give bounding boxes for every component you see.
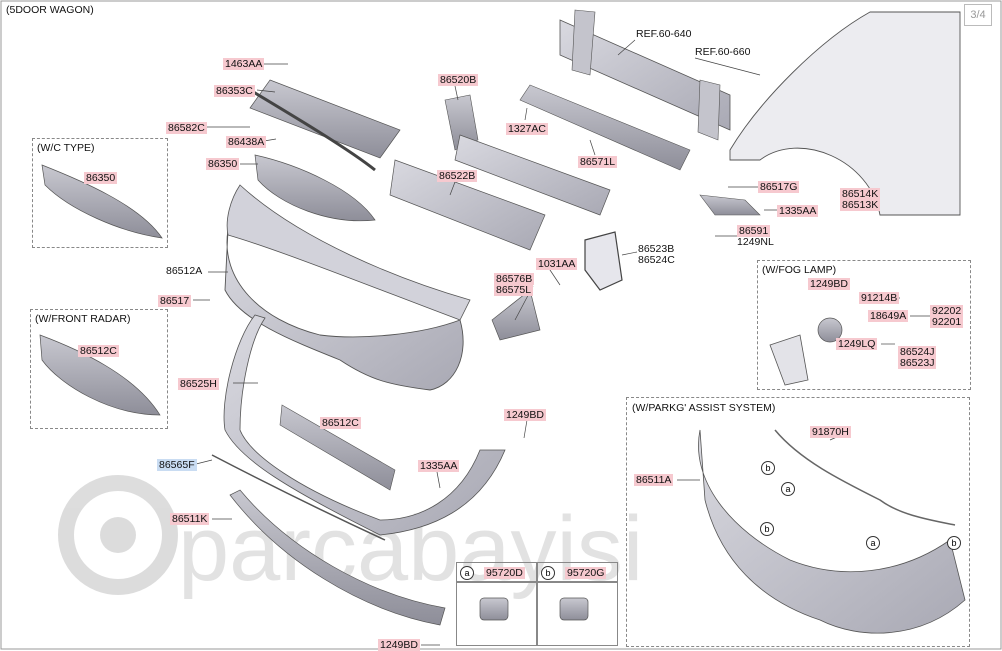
front-bumper-cover <box>224 229 464 391</box>
part-1335AA[interactable]: 1335AA <box>418 460 460 472</box>
page-indicator[interactable]: 3/4 <box>964 4 992 26</box>
part-86575L[interactable]: 86575L <box>494 284 534 296</box>
callout-b-table: b <box>541 566 555 580</box>
ref-60-640[interactable]: REF.60-640 <box>636 28 692 40</box>
part-86517G[interactable]: 86517G <box>758 181 800 193</box>
variant-box-wc-type <box>32 138 168 248</box>
part-1249BD-lower[interactable]: 1249BD <box>378 639 420 651</box>
lower-grille <box>279 404 396 491</box>
part-92201[interactable]: 92201 <box>930 316 964 328</box>
part-86512C[interactable]: 86512C <box>320 417 361 429</box>
part-86511A[interactable]: 86511A <box>634 474 674 486</box>
pdc-bumper-cover <box>698 429 966 634</box>
part-1031AA[interactable]: 1031AA <box>536 258 578 270</box>
part-86523J[interactable]: 86523J <box>898 357 937 369</box>
part-1249LQ[interactable]: 1249LQ <box>836 338 878 350</box>
bumper-lip <box>211 454 386 541</box>
part-1463AA[interactable]: 1463AA <box>223 58 265 70</box>
crash-beam <box>559 9 731 141</box>
part-86517[interactable]: 86517 <box>158 295 192 307</box>
wc-type-grille <box>41 164 163 239</box>
part-95720D[interactable]: 95720D <box>484 567 525 579</box>
part-86350[interactable]: 86350 <box>206 158 240 170</box>
front-fender <box>729 11 961 216</box>
part-86524C[interactable]: 86524C <box>638 254 675 266</box>
part-18649A[interactable]: 18649A <box>868 310 909 322</box>
bumper-beam-assy <box>389 159 546 251</box>
bumper-bracket <box>444 94 479 151</box>
skid-plate <box>229 489 446 626</box>
variant-label-front-radar: (W/FRONT RADAR) <box>35 313 131 325</box>
variant-label-fog-lamp: (W/FOG LAMP) <box>762 264 837 276</box>
part-86350-wc[interactable]: 86350 <box>84 172 118 184</box>
callout-a-1: a <box>781 482 795 496</box>
part-92202[interactable]: 92202 <box>930 305 964 317</box>
part-91870H[interactable]: 91870H <box>810 426 851 438</box>
lower-bumper <box>223 314 506 536</box>
part-86520B[interactable]: 86520B <box>438 74 479 86</box>
variant-label-wc-type: (W/C TYPE) <box>37 142 95 154</box>
part-86576B[interactable]: 86576B <box>494 273 535 285</box>
part-86582C[interactable]: 86582C <box>166 122 207 134</box>
part-86511K[interactable]: 86511K <box>170 513 210 525</box>
variant-label-parking-assist: (W/PARKG' ASSIST SYSTEM) <box>632 402 776 414</box>
sensor-95720D <box>479 597 509 621</box>
part-86522B[interactable]: 86522B <box>437 170 478 182</box>
sensor-95720G <box>559 597 589 621</box>
part-1249NL[interactable]: 1249NL <box>737 236 774 248</box>
part-86353C[interactable]: 86353C <box>214 85 255 97</box>
sensor-table-divider <box>536 562 538 646</box>
part-1335AA-fender[interactable]: 1335AA <box>777 205 819 217</box>
callout-a-2: a <box>866 536 880 550</box>
fog-lamp-cover <box>584 231 623 291</box>
part-86523B[interactable]: 86523B <box>638 243 675 255</box>
callout-b-1: b <box>761 461 775 475</box>
sensor-table-header-rule <box>456 581 618 583</box>
variant-box-parking-assist <box>626 397 970 647</box>
grille-molding <box>249 88 376 172</box>
radiator-grille <box>254 154 376 222</box>
part-86514K[interactable]: 86514K <box>840 188 881 200</box>
part-95720G[interactable]: 95720G <box>565 567 607 579</box>
part-86525H[interactable]: 86525H <box>178 378 219 390</box>
variant-box-fog-lamp <box>757 260 971 390</box>
fog-lamp-unit <box>817 317 843 343</box>
energy-absorber <box>519 84 691 171</box>
part-1249BD-foglamp[interactable]: 1249BD <box>808 278 850 290</box>
callout-b-2: b <box>760 522 774 536</box>
part-86571L[interactable]: 86571L <box>578 156 618 168</box>
part-86565F[interactable]: 86565F <box>157 459 197 471</box>
variant-box-front-radar <box>30 309 168 429</box>
callout-a-table: a <box>460 566 474 580</box>
side-bracket <box>491 289 541 341</box>
part-86524J[interactable]: 86524J <box>898 346 937 358</box>
callout-b-3: b <box>947 536 961 550</box>
part-86512A[interactable]: 86512A <box>166 265 203 277</box>
ref-60-660[interactable]: REF.60-660 <box>695 46 751 58</box>
part-86591[interactable]: 86591 <box>737 225 771 237</box>
pdc-wiring <box>774 429 956 526</box>
part-86512C-radar[interactable]: 86512C <box>78 345 119 357</box>
part-1249BD[interactable]: 1249BD <box>504 409 546 421</box>
part-86513K[interactable]: 86513K <box>840 199 881 211</box>
diagram-title: (5DOOR WAGON) <box>6 4 94 16</box>
watermark-logo <box>58 475 178 595</box>
part-86438A[interactable]: 86438A <box>226 136 267 148</box>
upper-grille-bracket <box>249 79 401 159</box>
bumper-absorber <box>454 134 611 216</box>
part-1327AC[interactable]: 1327AC <box>506 123 548 135</box>
fog-lamp-housing <box>769 334 809 386</box>
part-91214B[interactable]: 91214B <box>859 292 900 304</box>
fender-bracket <box>699 194 761 216</box>
